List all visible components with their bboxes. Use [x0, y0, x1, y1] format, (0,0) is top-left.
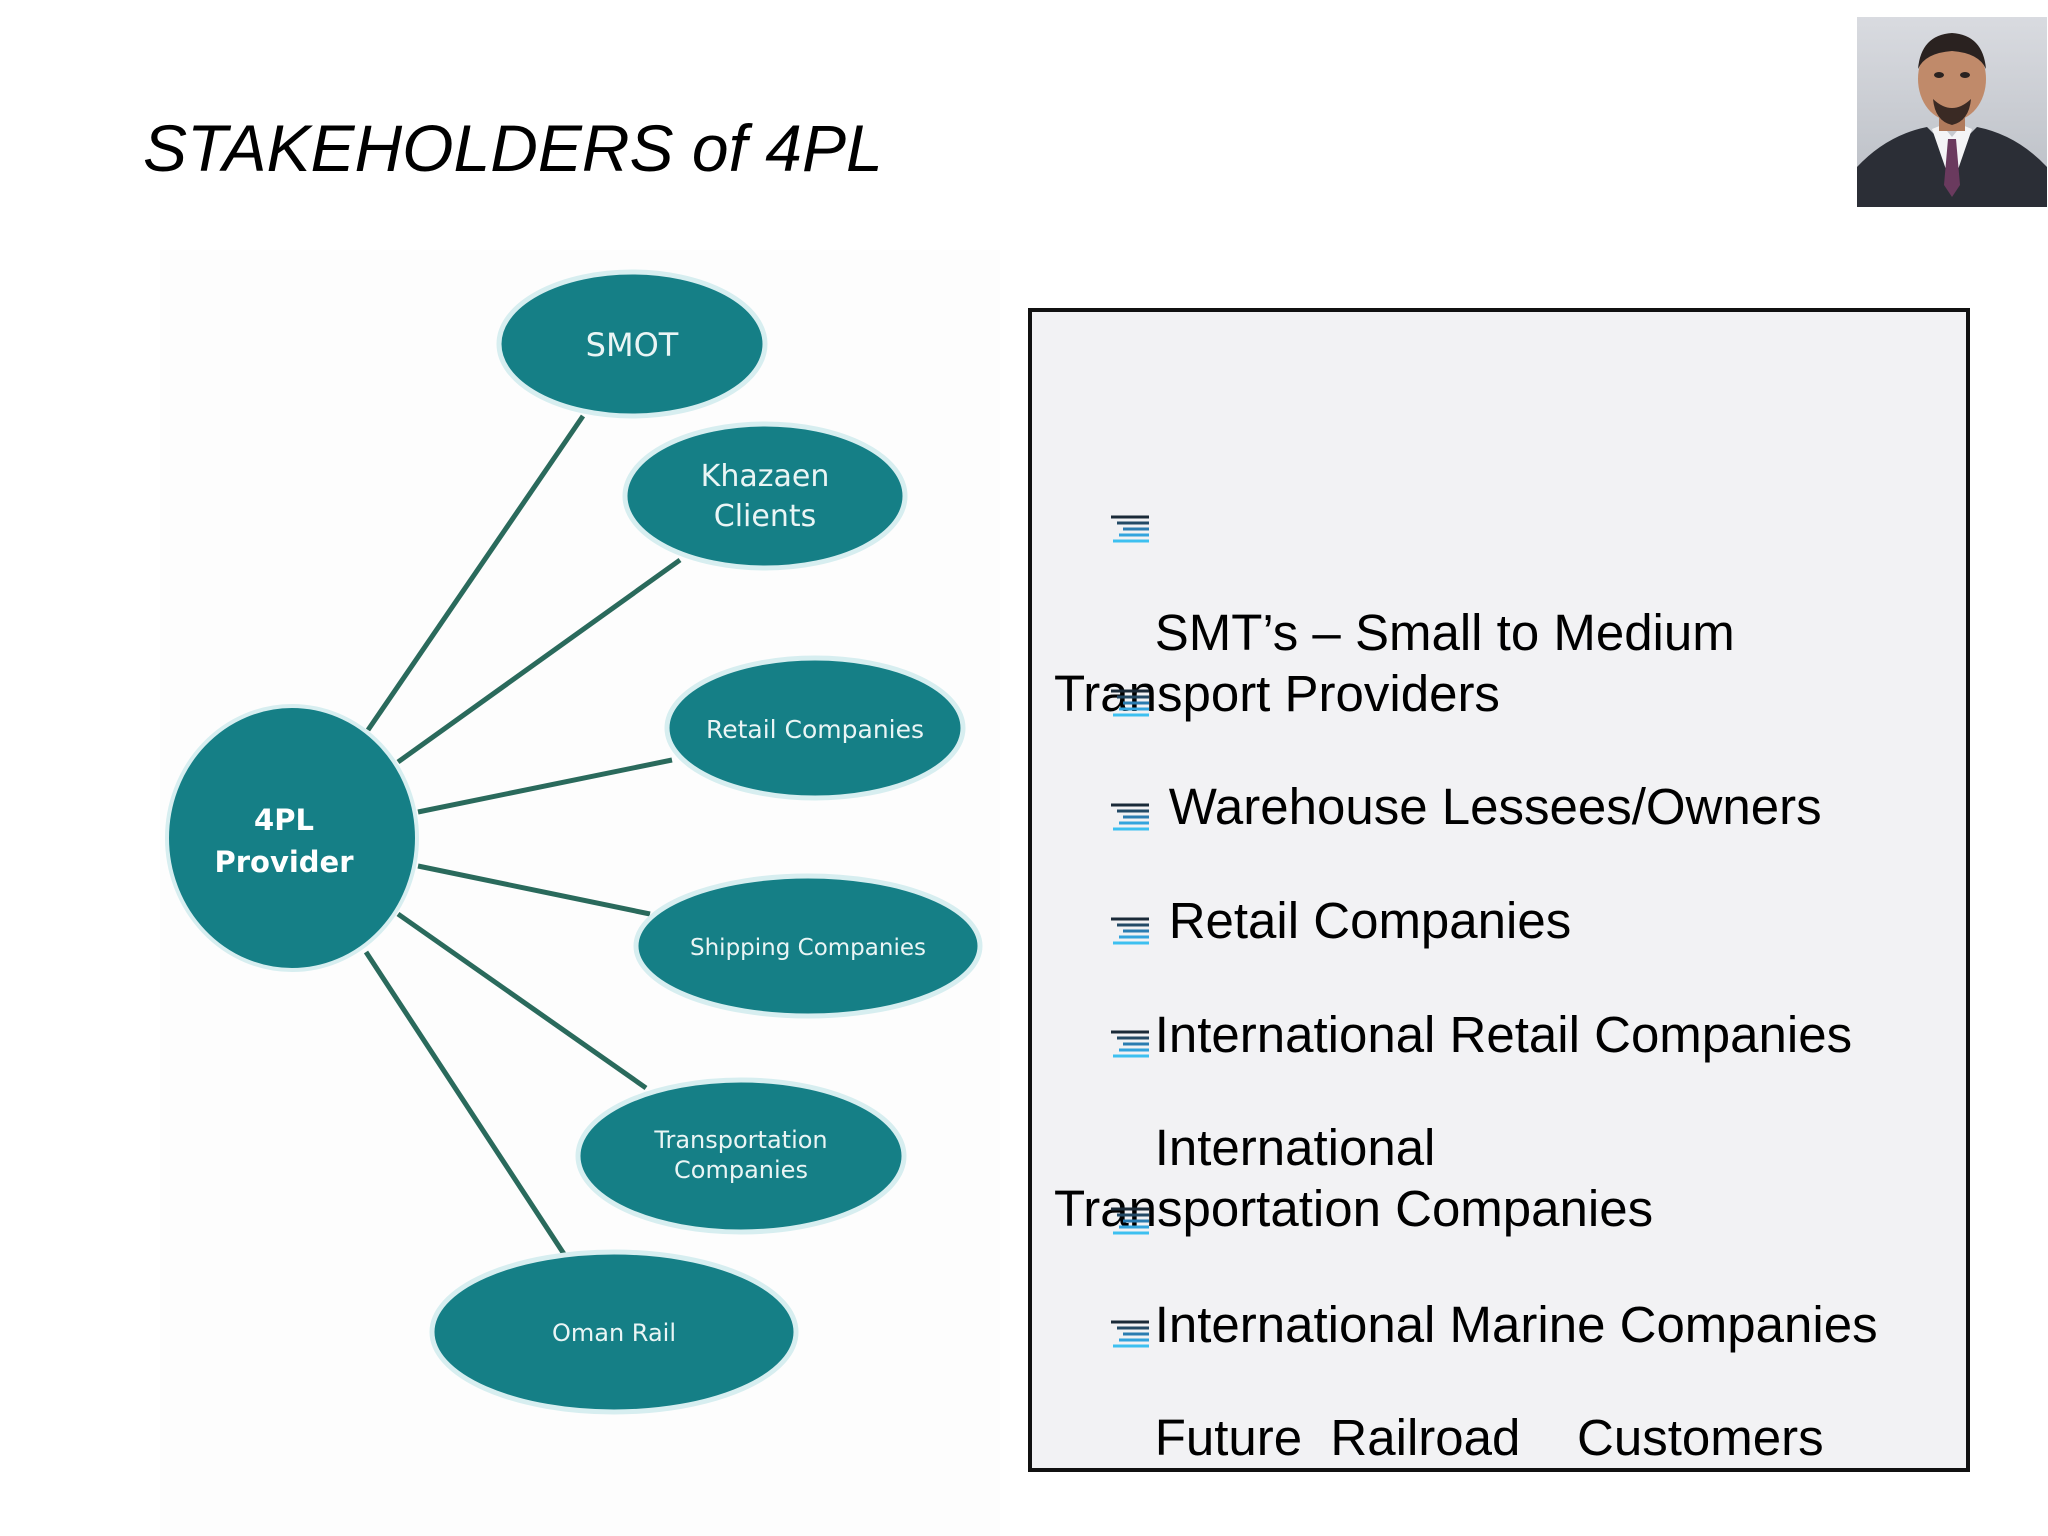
stakeholder-text: Warehouse Lessees/Owners [1168, 778, 1822, 835]
node-transportation-companies: Transportation Companies [575, 1077, 907, 1235]
node-khazaen-label-2: Clients [714, 499, 816, 534]
stakeholder-text: International Retail Companies [1154, 1006, 1853, 1063]
connector-transportation [396, 911, 648, 1091]
connectors [363, 414, 682, 1256]
node-smot: SMOT [496, 269, 768, 419]
connector-oman-rail [363, 950, 567, 1256]
stacked-lines-bullet-icon [1110, 565, 1151, 717]
stacked-lines-bullet-icon [1110, 1196, 1151, 1348]
center-label-2: Provider [214, 845, 354, 879]
stakeholder-item: Retail Companies [1054, 618, 1954, 1012]
node-smot-label: SMOT [586, 326, 679, 364]
presenter-portrait-icon [1857, 17, 2047, 207]
stakeholder-text: SMT’s – Small to Medium Transport Provid… [1054, 604, 1748, 722]
connector-smot [365, 414, 586, 732]
stakeholder-text: International Transportation Companies [1054, 1119, 1654, 1237]
connector-shipping [417, 863, 651, 917]
node-retail-companies: Retail Companies [664, 655, 966, 801]
stacked-lines-bullet-icon [1110, 906, 1151, 1058]
stakeholder-text: International Marine Companies [1154, 1296, 1878, 1353]
stacked-lines-bullet-icon [1110, 793, 1151, 945]
stakeholder-text: Future Railroad Customers [1154, 1409, 1824, 1466]
stakeholder-item: Future Railroad Customers [1054, 1135, 1954, 1529]
connector-khazaen [396, 557, 682, 765]
stacked-lines-bullet-icon [1110, 391, 1151, 543]
center-label-1: 4PL [254, 803, 314, 837]
node-transportation-label-1: Transportation [653, 1126, 827, 1154]
node-khazaen-label-1: Khazaen [701, 459, 830, 494]
node-shipping-companies: Shipping Companies [633, 873, 983, 1019]
node-4pl-provider: 4PL Provider [165, 704, 419, 972]
stakeholder-text: Retail Companies [1168, 892, 1572, 949]
stakeholder-list-box: SMT’s – Small to Medium Transport Provid… [1028, 308, 1970, 1472]
node-transportation-label-2: Companies [674, 1156, 808, 1184]
node-khazaen-clients: Khazaen Clients [622, 421, 908, 571]
stakeholder-item: SMT’s – Small to Medium Transport Provid… [1054, 330, 1954, 785]
stacked-lines-bullet-icon [1110, 1083, 1151, 1235]
node-oman-rail: Oman Rail [429, 1249, 799, 1415]
stakeholder-item: Warehouse Lessees/Owners [1054, 504, 1954, 898]
stakeholder-item: International Retail Companies [1054, 732, 1954, 1126]
stacked-lines-bullet-icon [1110, 679, 1151, 831]
node-shipping-label: Shipping Companies [690, 935, 926, 961]
node-retail-label: Retail Companies [706, 715, 924, 744]
stakeholder-item: International Marine Companies [1054, 1022, 1954, 1416]
presenter-photo [1857, 17, 2047, 207]
slide-title: STAKEHOLDERS of 4PL [143, 111, 883, 185]
stakeholder-item: International Transportation Companies [1054, 845, 1754, 1300]
connector-retail [417, 757, 673, 815]
node-oman-rail-label: Oman Rail [552, 1319, 676, 1347]
